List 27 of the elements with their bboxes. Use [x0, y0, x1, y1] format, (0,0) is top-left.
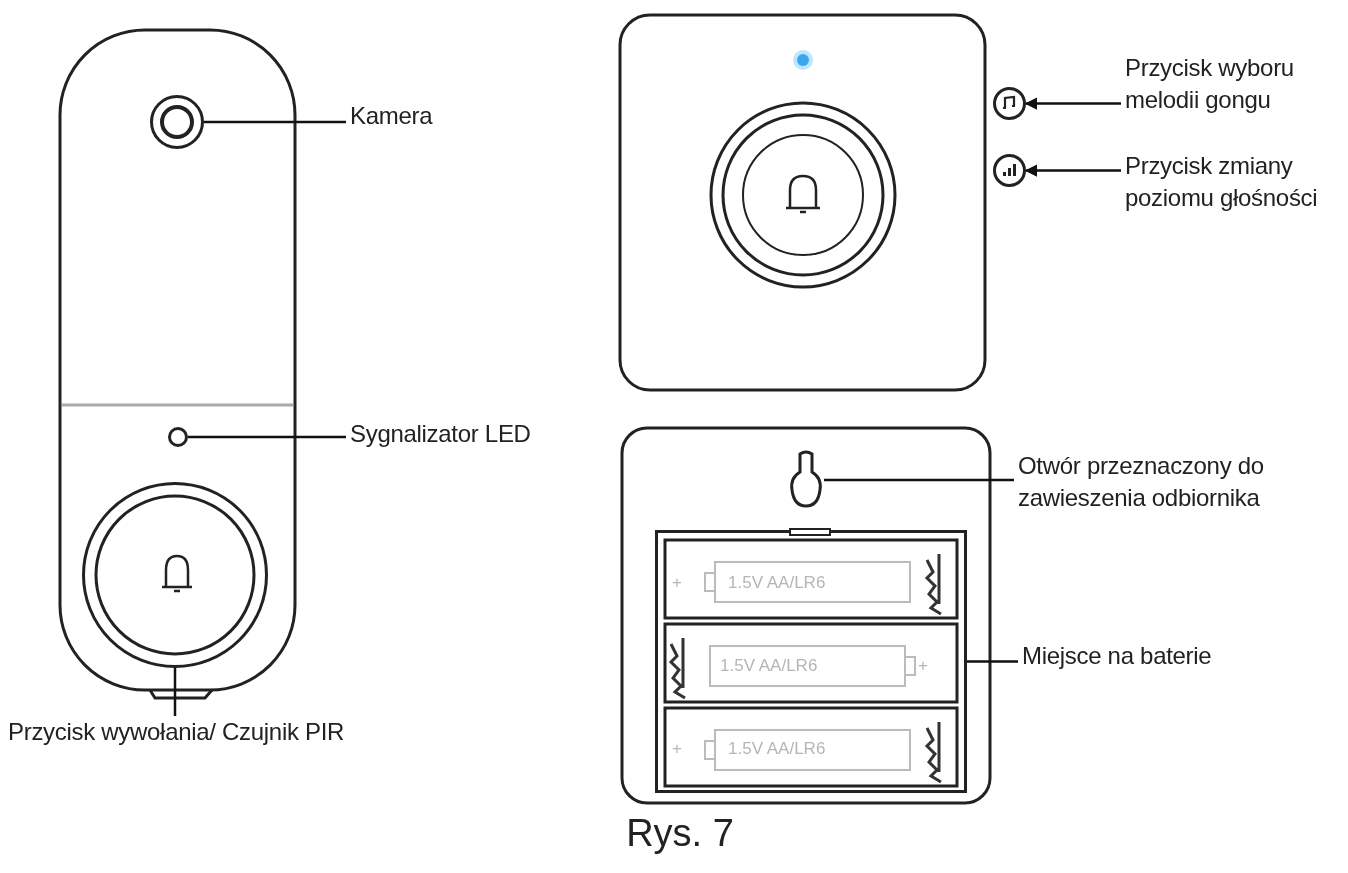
call-button — [82, 482, 268, 668]
callout-label: Miejsce na baterie — [1022, 641, 1213, 671]
callout-label: Sygnalizator LED — [350, 419, 532, 449]
leader-line — [188, 435, 346, 439]
volume-button — [993, 154, 1026, 187]
arrow — [1024, 97, 1121, 110]
mounting-hole — [788, 450, 824, 510]
camera-lens — [150, 95, 204, 149]
battery-marking: 1.5V AA/LR6 — [728, 573, 826, 593]
battery-marking: + — [918, 656, 928, 676]
battery-marking: + — [672, 739, 682, 759]
callout-label: Przycisk wywołania/ Czujnik PIR — [8, 717, 346, 747]
figure-caption: Rys. 7 — [625, 812, 735, 855]
leader-line — [173, 668, 177, 716]
battery-marking: 1.5V AA/LR6 — [720, 656, 818, 676]
leader-line — [967, 660, 1018, 663]
callout-label: Kamera — [350, 101, 434, 131]
leader-line — [204, 120, 346, 124]
callout-label: Przycisk zmiany poziomu głośności — [1125, 151, 1319, 213]
leader-line — [824, 478, 1014, 482]
battery-compartment — [655, 530, 967, 793]
battery-marking: + — [672, 573, 682, 593]
callout-label: Przycisk wyboru melodii gongu — [1125, 53, 1295, 115]
arrow — [1024, 164, 1121, 177]
callout-label: Otwór przeznaczony do zawieszenia odbiornika — [1018, 451, 1265, 513]
melody-button — [993, 87, 1026, 120]
battery-marking: 1.5V AA/LR6 — [728, 739, 826, 759]
